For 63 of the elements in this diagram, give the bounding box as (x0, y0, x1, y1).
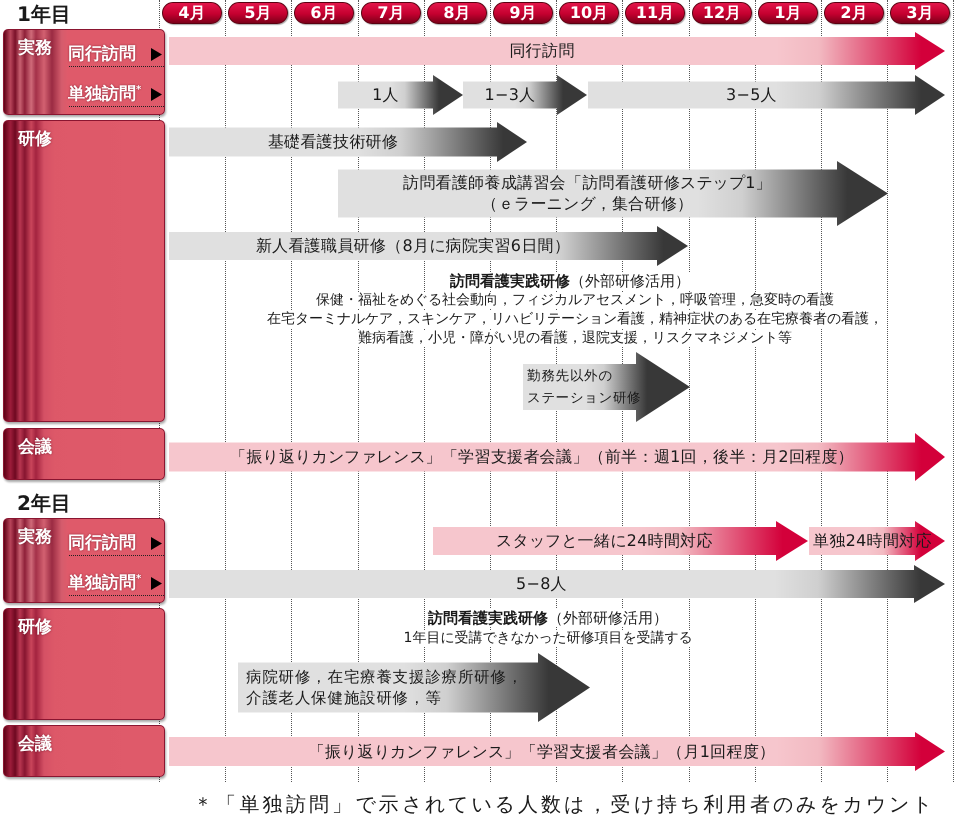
category-panel (3, 608, 165, 720)
category-panel (3, 518, 165, 603)
bar-label: 3−5人 (726, 85, 777, 105)
bar-label: ステーション研修 (527, 389, 642, 408)
row-label: 単独訪問$^{*}$ (68, 573, 142, 593)
arrow-bar (463, 75, 587, 115)
category-panel (3, 120, 165, 422)
month-pill: 12月 (692, 2, 752, 24)
bar-label: 1−3人 (484, 85, 536, 105)
arrow-bar (169, 226, 688, 266)
section-heading: 訪問看護実践研修（外部研修活用） (450, 272, 690, 290)
arrow-bar (338, 75, 463, 115)
month-pill: 6月 (294, 2, 354, 24)
bar-label: （ｅラーニング，集合研修） (482, 194, 694, 214)
row-label: 同行訪問 (68, 533, 136, 553)
month-pill: 5月 (228, 2, 288, 24)
month-pill: 11月 (625, 2, 685, 24)
arrow-bar (238, 653, 590, 722)
arrow-bar (433, 521, 808, 561)
category-panel (3, 29, 165, 115)
bar-label: 病院研修，在宅療養支援診療所研修， (246, 667, 524, 687)
bar-label: 単独24時間対応 (813, 531, 932, 551)
arrow-bar (338, 161, 888, 226)
topic-list: 難病看護，小児・障がい児の看護，退院支援，リスクマネジメント等 (358, 330, 792, 347)
month-pill: 8月 (427, 2, 487, 24)
bar-label: 介護老人保健施設研修，等 (246, 688, 442, 708)
bar-label: スタッフと一緒に24時間対応 (496, 531, 713, 551)
category-title: 実務 (18, 38, 52, 58)
category-title: 研修 (18, 617, 52, 637)
month-pill: 2月 (824, 2, 884, 24)
arrow-bar (588, 75, 945, 115)
bar-label: 同行訪問 (509, 41, 575, 61)
category-title: 会議 (18, 734, 52, 754)
month-pill: 4月 (162, 2, 222, 24)
bar-label: 「振り返りカンファレンス」「学習支援者会議」（月1回程度） (308, 742, 776, 762)
arrow-bar (169, 32, 945, 70)
month-pill: 7月 (361, 2, 421, 24)
row-label: 単独訪問$^{*}$ (68, 84, 142, 104)
bar-label: 訪問看護師養成講習会「訪問看護研修ステップ1」 (402, 173, 772, 193)
month-pill: 9月 (493, 2, 553, 24)
arrow-bar (523, 352, 690, 422)
row-label: 同行訪問 (68, 44, 136, 64)
bar-label: 5−8人 (516, 574, 567, 594)
arrow-bar (169, 565, 945, 603)
arrow-bar (809, 521, 945, 561)
category-title: 実務 (18, 527, 52, 547)
month-pill: 10月 (559, 2, 619, 24)
category-panel (3, 725, 165, 777)
topic-list: 保健・福祉をめぐる社会動向，フィジカルアセスメント，呼吸管理，急変時の看護 (316, 292, 834, 309)
month-pill: 1月 (758, 2, 818, 24)
arrow-bar (169, 122, 527, 162)
category-title: 会議 (18, 437, 52, 457)
bar-label: 1人 (372, 85, 399, 105)
bar-label: 新人看護職員研修（8月に病院実習6日間） (256, 236, 570, 256)
bar-label: 基礎看護技術研修 (268, 132, 398, 152)
bar-label: 勤務先以外の (527, 367, 613, 386)
month-pill: 3月 (890, 2, 950, 24)
description-text: 1年目に受講できなかった研修項目を受講する (404, 630, 692, 647)
category-title: 研修 (18, 129, 52, 149)
category-panel (3, 428, 165, 480)
arrow-bar (169, 732, 945, 771)
bar-label: 「振り返りカンファレンス」「学習支援者会議」（前半：週1回，後半：月2回程度） (230, 447, 854, 467)
arrow-bar (169, 433, 945, 481)
